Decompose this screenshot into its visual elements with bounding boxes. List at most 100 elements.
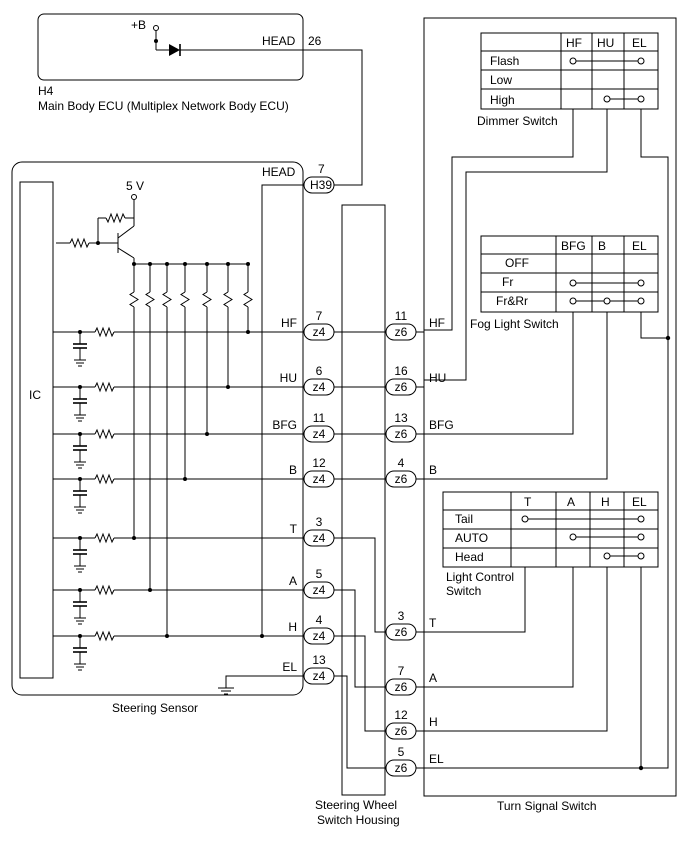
z4-conn-label: z4 [313, 583, 326, 597]
el-junction-dot-2 [638, 765, 644, 771]
z6-conn-label: z6 [395, 761, 408, 775]
z4-conn-label: z4 [313, 629, 326, 643]
z4-conn-label: z4 [313, 531, 326, 545]
fog-frrr-contact [569, 297, 645, 305]
dimmer-high-contact [603, 95, 645, 103]
tap-junction-dot [132, 536, 136, 540]
fog-header-el: EL [632, 239, 647, 253]
pullup-resistor [243, 264, 253, 312]
z6-signal-label: T [429, 616, 437, 630]
fog-switch-name: Fog Light Switch [470, 317, 559, 331]
z4-connector-t: z4 3T [290, 515, 335, 547]
z6-signal-label: EL [429, 752, 444, 766]
h39-connector-label: H39 [310, 178, 332, 192]
z4-pin-number: 3 [316, 515, 323, 529]
vref-label: 5 V [126, 179, 144, 193]
z4-conn-label: z4 [313, 325, 326, 339]
z4-conn-label: z4 [313, 427, 326, 441]
light-row-tail: Tail [455, 512, 473, 526]
z4-pin-number: 11 [313, 411, 326, 425]
light-tail-contact [521, 515, 645, 523]
ground-icon [218, 687, 234, 695]
dimmer-header-hf: HF [566, 36, 582, 50]
z4-pin-number: 6 [316, 364, 323, 378]
sensor-line-b [53, 312, 304, 514]
fog-bfg-wire [424, 312, 574, 435]
ecu-power-terminal [153, 25, 169, 51]
z4-conn-label: z4 [313, 472, 326, 486]
z6-conn-label: z6 [395, 380, 408, 394]
sensor-head-pin: 7 [318, 162, 325, 176]
sensor-head-internal-wire [261, 184, 304, 636]
z6-conn-label: z6 [395, 625, 408, 639]
z4-signal-label: T [290, 522, 298, 536]
fog-row-fr: Fr [502, 275, 513, 289]
sensor-line-hf [53, 312, 304, 367]
z6-signal-label: A [429, 671, 437, 685]
z6-signal-label: HU [429, 371, 446, 385]
sensor-head-label: HEAD [262, 165, 296, 179]
fog-header-bfg: BFG [561, 239, 586, 253]
cap-junction-dot [78, 477, 82, 481]
z6-pin-number: 3 [398, 609, 405, 623]
fog-b-wire [424, 312, 608, 480]
fog-switch-table [480, 235, 659, 313]
sensor-signal-lines [53, 312, 304, 671]
light-row-head: Head [455, 550, 484, 564]
dimmer-header-el: EL [632, 36, 647, 50]
cap-junction-dot [78, 634, 82, 638]
dimmer-switch-table [480, 32, 659, 110]
el-common-bus [424, 338, 669, 769]
ecu-diode-icon [169, 44, 181, 56]
ecu-power-label: +B [131, 18, 146, 32]
z4-conn-label: z4 [313, 380, 326, 394]
light-h-wire [424, 567, 608, 732]
pullup-resistors [129, 262, 253, 312]
switch-housing-box [341, 204, 386, 796]
dimmer-hu-wire [424, 109, 608, 381]
dimmer-header-hu: HU [597, 36, 614, 50]
z6-signal-label: H [429, 715, 438, 729]
bus-junction-dot [226, 262, 230, 266]
pullup-resistor [180, 264, 190, 312]
pullup-resistor [202, 264, 212, 312]
cap-junction-dot [78, 536, 82, 540]
light-control-table [442, 491, 659, 568]
sensor-line-bfg [53, 312, 304, 469]
fog-row-frrr: Fr&Rr [496, 294, 528, 308]
light-header-t: T [524, 495, 532, 509]
housing-wire-el [334, 675, 386, 769]
z4-signal-label: A [289, 574, 297, 588]
tap-junction-dot [205, 432, 209, 436]
dimmer-hf-wire [424, 109, 574, 331]
light-a-wire [424, 567, 574, 688]
z6-pin-number: 13 [394, 411, 408, 425]
bus-junction-dot [132, 262, 136, 266]
housing-wire-a [334, 589, 386, 688]
z4-pin-number: 4 [316, 613, 323, 627]
transistor-icon [56, 218, 135, 264]
light-row-auto: AUTO [455, 531, 488, 545]
z6-pin-number: 12 [394, 708, 408, 722]
ecu-head-pin: 26 [308, 34, 322, 48]
pullup-resistor [145, 264, 155, 312]
dimmer-row-low: Low [490, 73, 512, 87]
z6-pin-number: 4 [398, 456, 405, 470]
housing-name-line2: Switch Housing [317, 813, 400, 827]
sensor-line-hu [53, 312, 304, 422]
z6-signal-label: HF [429, 316, 445, 330]
housing-name-line1: Steering Wheel [315, 798, 397, 812]
ecu-junction-dot [154, 39, 158, 43]
tap-junction-dot [226, 385, 230, 389]
tap-junction-dot [165, 634, 169, 638]
dimmer-switch-name: Dimmer Switch [477, 114, 558, 128]
